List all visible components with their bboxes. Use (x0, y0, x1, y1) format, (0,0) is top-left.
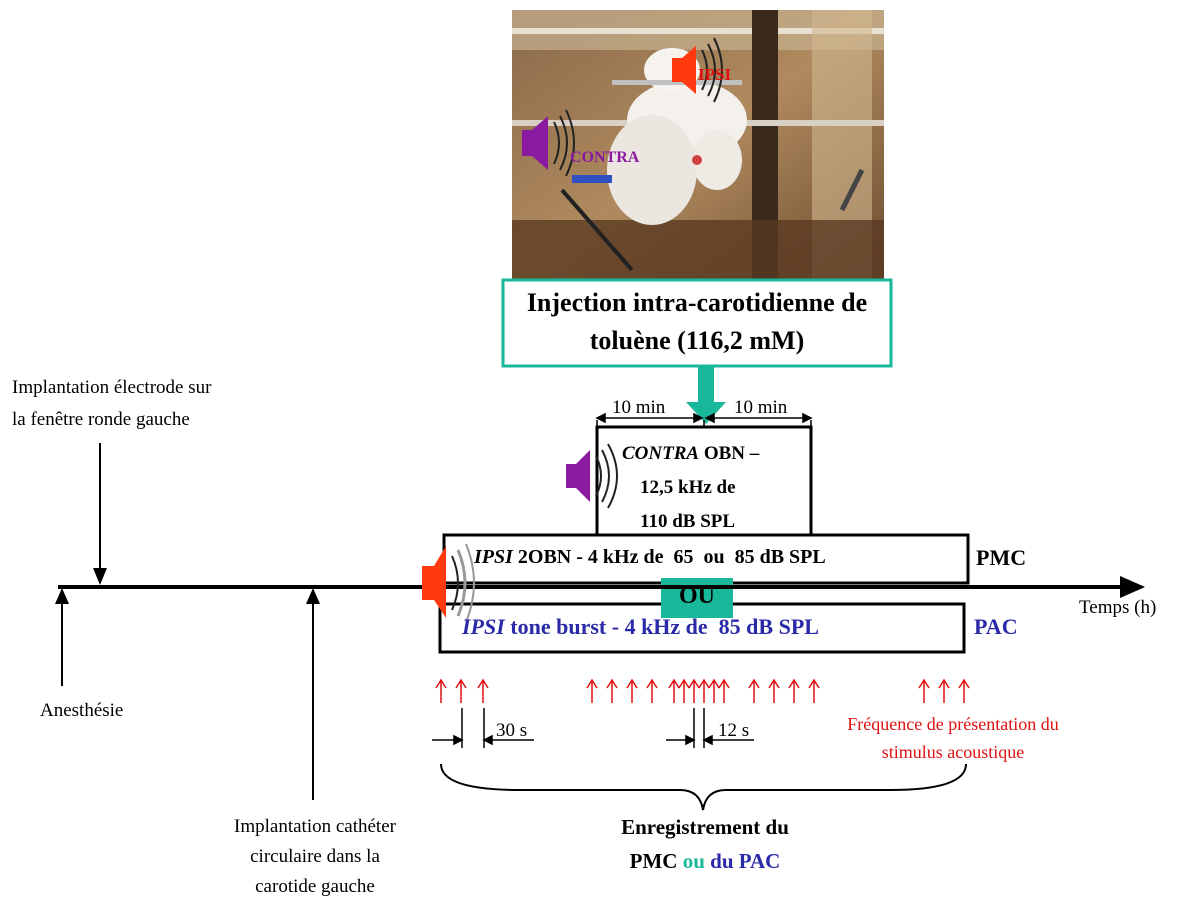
duration-before-label: 10 min (612, 397, 666, 418)
injection-label: Injection intra-carotidienne de toluène … (503, 284, 891, 360)
interval-markers (432, 708, 754, 748)
stimulus-arrows (435, 678, 970, 703)
implantation-electrode-line1: Implantation électrode sur (12, 377, 212, 398)
injection-line2: toluène (116,2 mM) (589, 326, 805, 355)
pmc-box-italic: IPSI (474, 546, 513, 568)
catheter-line1: Implantation cathéter (234, 816, 396, 837)
pac-box-rest: tone burst - 4 kHz de 85 dB SPL (504, 614, 819, 639)
injection-line1: Injection intra-carotidienne de (526, 288, 868, 317)
frequency-note-line1: Fréquence de présentation du (847, 714, 1059, 734)
catheter-line3: carotide gauche (255, 876, 375, 897)
duration-markers (595, 412, 813, 427)
contra-box-text: CONTRA OBN – 12,5 kHz de 110 dB SPL (622, 437, 759, 539)
pac-box-italic: IPSI (462, 614, 505, 639)
anesthesie-label: Anesthésie (40, 700, 124, 721)
recording-brace (440, 763, 967, 811)
contra-box-line3: 110 dB SPL (640, 511, 736, 532)
ou-label: OU (679, 583, 715, 609)
pmc-box-rest: 2OBN - 4 kHz de 65 ou 85 dB SPL (512, 546, 826, 568)
recording-ou: ou (682, 849, 705, 873)
injection-arrow (686, 366, 726, 424)
contra-box-italic: CONTRA (622, 443, 700, 464)
injection-box (501, 278, 893, 368)
time-axis-label: Temps (h) (1079, 597, 1157, 618)
catheter-label: Implantation cathéter circulaire dans la… (190, 812, 440, 902)
recording-label: Enregistrement du PMC ou du PAC (560, 810, 850, 878)
implantation-electrode-line2: la fenêtre ronde gauche (12, 409, 190, 430)
contra-speaker-icon (522, 109, 575, 177)
recording-pac: du PAC (710, 849, 781, 873)
pac-box-text: IPSI tone burst - 4 kHz de 85 dB SPL (462, 614, 819, 640)
duration-after-label: 10 min (734, 397, 788, 418)
pmc-box-text: IPSI 2OBN - 4 kHz de 65 ou 85 dB SPL (474, 546, 826, 569)
contra-box-speaker-icon (566, 443, 618, 509)
ipsi-axis-speaker-icon (422, 543, 475, 623)
ou-box (661, 578, 733, 618)
rat-setup-illustration: IPSI CONTRA (512, 10, 884, 283)
pac-tag: PAC (974, 614, 1018, 639)
frequency-note: Fréquence de présentation du stimulus ac… (808, 710, 1098, 766)
experiment-photo: IPSI CONTRA (512, 10, 884, 283)
frequency-note-line2: stimulus acoustique (881, 742, 1025, 762)
event-arrows (55, 443, 320, 800)
photo-ipsi-label: IPSI (698, 65, 731, 84)
pmc-tag: PMC (976, 545, 1027, 570)
recording-line1: Enregistrement du (621, 815, 789, 839)
implantation-electrode-label: Implantation électrode sur la fenêtre ro… (12, 372, 211, 436)
interval-long-label: 30 s (496, 720, 528, 741)
time-axis-arrowhead (1120, 576, 1145, 598)
contra-box-line2: 12,5 kHz de (640, 477, 736, 498)
recording-pmc: PMC (629, 849, 678, 873)
catheter-line2: circulaire dans la (250, 846, 380, 867)
ipsi-speaker-icon (672, 37, 723, 103)
contra-box-line1: OBN – (699, 443, 760, 464)
photo-contra-label: CONTRA (570, 149, 640, 166)
interval-short-label: 12 s (718, 720, 750, 741)
